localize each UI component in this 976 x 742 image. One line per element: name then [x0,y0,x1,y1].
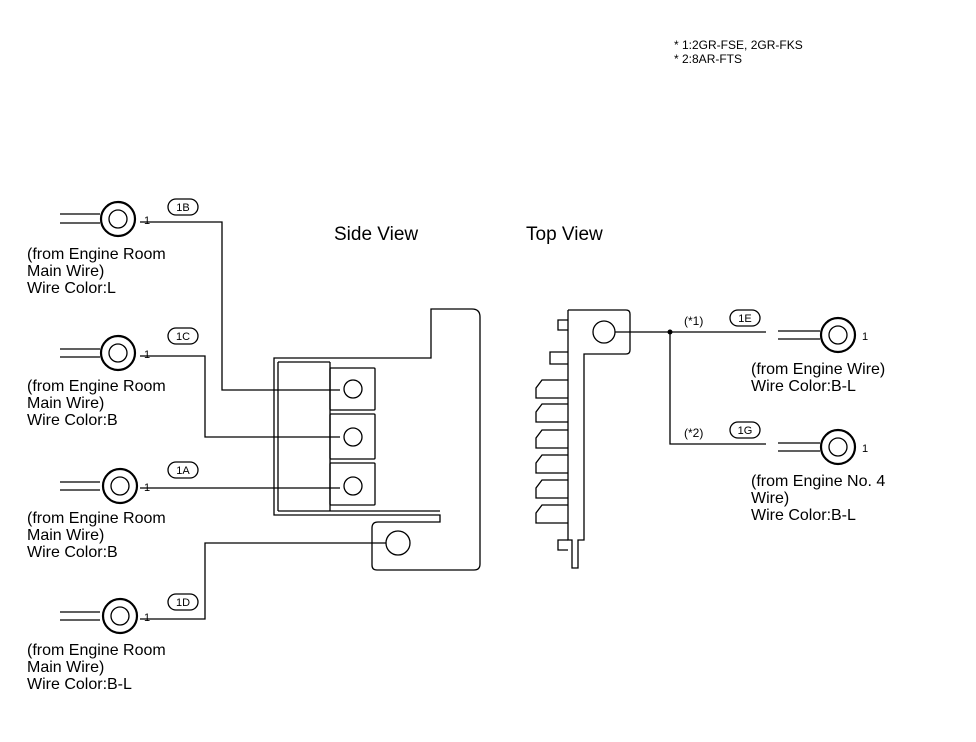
desc-1d-color: Wire Color:B-L [27,676,132,693]
tag-1a: 1A [176,465,190,477]
desc-1a-color: Wire Color:B [27,544,118,561]
pin-1a: 1 [144,482,150,494]
desc-1c-line2: Main Wire) [27,395,105,412]
desc-1e: (from Engine Wire) Wire Color:B-L [751,361,885,395]
tag-1c: 1C [176,331,190,343]
desc-1b-line1: (from Engine Room [27,246,166,263]
desc-1g: (from Engine No. 4 Wire) Wire Color:B-L [751,473,885,524]
desc-1b-line2: Main Wire) [27,263,105,280]
splice-point [667,329,673,335]
desc-1g-color: Wire Color:B-L [751,507,856,524]
desc-1c-line1: (from Engine Room [27,378,166,395]
note-1e: (*1) [684,314,703,328]
pin-1e: 1 [862,331,868,343]
tag-1c-oval [167,327,199,345]
desc-1d-line2: Main Wire) [27,659,105,676]
tag-1b: 1B [176,202,189,214]
desc-1g-line2: Wire) [751,490,790,507]
top-view-title: Top View [526,224,603,245]
desc-1b: (from Engine Room Main Wire) Wire Color:… [27,246,166,297]
tag-1g-oval [729,421,761,439]
terminal-1d [60,597,139,635]
tag-1e-oval [729,309,761,327]
variant-note-2: * 2:8AR-FTS [674,52,743,66]
tag-1a-oval [167,461,199,479]
wire-1b [140,221,340,391]
desc-1a: (from Engine Room Main Wire) Wire Color:… [27,510,166,561]
desc-1e-line1: (from Engine Wire) [751,361,886,378]
side-view-title: Side View [334,224,419,245]
desc-1b-color: Wire Color:L [27,280,116,297]
pin-1d: 1 [144,612,150,624]
side-view-body [273,308,481,571]
top-view-body [567,309,631,569]
side-terminal-box-3 [329,462,376,506]
desc-1d-line1: (from Engine Room [27,642,166,659]
terminal-1a [60,467,139,505]
variant-note-1: * 1:2GR-FSE, 2GR-FKS [674,38,803,52]
wire-1g [669,332,766,445]
pin-1c: 1 [144,349,150,361]
tag-1g: 1G [738,425,753,437]
desc-1c-color: Wire Color:B [27,412,118,429]
wire-1c [140,355,340,438]
desc-1a-line2: Main Wire) [27,527,105,544]
side-terminal-box-1 [329,367,376,411]
desc-1e-color: Wire Color:B-L [751,378,856,395]
tag-1d: 1D [176,597,190,609]
terminal-1c [60,334,137,372]
tag-1e: 1E [738,313,751,325]
wire-1d [140,542,386,620]
pin-1b: 1 [144,215,150,227]
tag-1d-oval [167,593,199,611]
note-1g: (*2) [684,426,703,440]
terminal-1b [60,200,137,238]
desc-1c: (from Engine Room Main Wire) Wire Color:… [27,378,166,429]
terminal-1e [778,316,857,354]
desc-1a-line1: (from Engine Room [27,510,166,527]
desc-1g-line1: (from Engine No. 4 [751,473,886,490]
pin-1g: 1 [862,443,868,455]
desc-1d: (from Engine Room Main Wire) Wire Color:… [27,642,166,693]
terminal-1g [778,428,857,466]
tag-1b-oval [167,198,199,216]
